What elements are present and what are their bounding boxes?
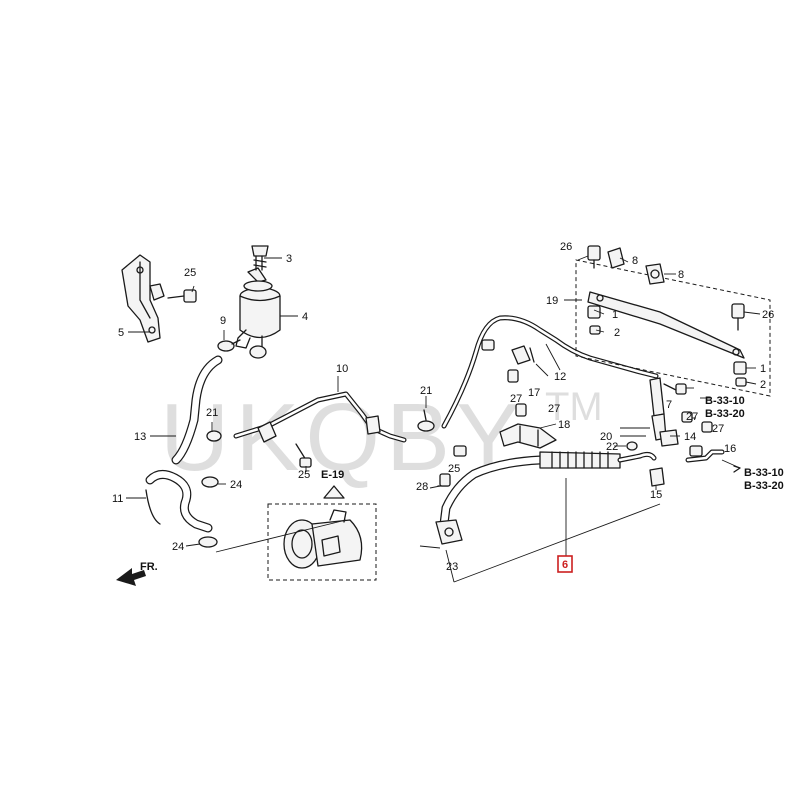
- callout-22: 22: [606, 441, 618, 453]
- callout-12: 12: [554, 371, 566, 383]
- clamp-part-24: [198, 536, 218, 548]
- callout-25-c: 25: [448, 463, 460, 475]
- pump-assembly: [267, 503, 377, 581]
- callout-21-b: 21: [420, 385, 432, 397]
- seal-part-22: [626, 441, 638, 451]
- callout-27-c: 27: [686, 411, 698, 423]
- callout-7: 7: [666, 399, 672, 411]
- callout-4: 4: [302, 311, 308, 323]
- callout-1-b: 1: [760, 363, 766, 375]
- callout-11: 11: [112, 493, 123, 505]
- bolt-part-28: [437, 473, 451, 487]
- ref-b3320-b: B-33-20: [744, 480, 784, 492]
- fitting-part-14: [659, 429, 679, 447]
- pipe-part-10: [233, 391, 407, 443]
- small-fitting: [249, 345, 267, 359]
- callout-1-a: 1: [612, 309, 618, 321]
- callout-8-b: 8: [678, 269, 684, 281]
- hose-part-6: [435, 451, 657, 545]
- callout-8-a: 8: [632, 255, 638, 267]
- highlight-callout-6: 6: [557, 555, 573, 573]
- clip-part-1-right: [733, 361, 747, 375]
- callout-19: 19: [546, 295, 558, 307]
- bracket-part-18: [499, 423, 557, 449]
- clamp-part-8-b: [645, 263, 665, 285]
- highlight-box: [557, 555, 573, 573]
- callout-10: 10: [336, 363, 348, 375]
- bolt-part-25-mid: [453, 445, 467, 457]
- callout-18: 18: [558, 419, 570, 431]
- callout-13: 13: [134, 431, 146, 443]
- callout-5: 5: [118, 327, 124, 339]
- callout-9: 9: [220, 315, 226, 327]
- front-arrow-label: FR.: [140, 561, 158, 573]
- ref-arrows: [323, 465, 741, 499]
- callout-17: 17: [528, 387, 540, 399]
- ref-b3310-a: B-33-10: [705, 395, 745, 407]
- callout-3: 3: [286, 253, 292, 265]
- hose-part-11: [145, 470, 219, 533]
- bolt-part-25-upper: [167, 289, 197, 303]
- callout-25-b: 25: [298, 469, 310, 481]
- callout-27-d: 27: [712, 423, 724, 435]
- pipe-part-16: [685, 445, 725, 463]
- clip-part-17: [511, 345, 535, 365]
- reservoir-part-4: [235, 245, 281, 355]
- callout-27-a: 27: [510, 393, 522, 405]
- callout-16: 16: [724, 443, 736, 455]
- callout-6: 6: [562, 559, 568, 571]
- callout-24-a: 24: [230, 479, 242, 491]
- front-arrow: FR.: [116, 561, 158, 586]
- clamp-part-9: [217, 339, 241, 352]
- callout-23: 23: [446, 561, 458, 573]
- ref-e19: E-19: [321, 469, 344, 481]
- callout-25-a: 25: [184, 267, 196, 279]
- callout-2-a: 2: [614, 327, 620, 339]
- hose-part-12: [441, 315, 659, 429]
- watermark-tm: TM: [545, 385, 603, 429]
- ref-b3320-a: B-33-20: [705, 408, 745, 420]
- bolt-part-25-lower: [295, 443, 312, 468]
- nut-part-2-left: [589, 325, 601, 335]
- bolt-part-26-top: [587, 245, 601, 269]
- clamp-part-8-a: [607, 247, 625, 269]
- leader-lines: [126, 255, 761, 583]
- callout-26-a: 26: [560, 241, 572, 253]
- pressure-switch: [649, 377, 667, 441]
- bolt-part-27-mid: [515, 403, 527, 417]
- bolt-part-27-far: [701, 421, 713, 433]
- callout-21-a: 21: [206, 407, 218, 419]
- callout-20: 20: [600, 431, 612, 443]
- callout-26-b: 26: [762, 309, 774, 321]
- bolt-part-7: [663, 383, 687, 395]
- fitting-part-15: [649, 467, 665, 487]
- bracket-part-19: [575, 259, 771, 397]
- callout-2-b: 2: [760, 379, 766, 391]
- bracket-part-5: [121, 254, 165, 343]
- bolt-part-27-left: [507, 369, 519, 383]
- bolt-part-27-right: [681, 411, 693, 423]
- callout-15: 15: [650, 489, 662, 501]
- callout-24-b: 24: [172, 541, 184, 553]
- callout-28: 28: [416, 481, 428, 493]
- nut-part-2-right: [735, 377, 747, 387]
- callout-27-b: 27: [548, 403, 560, 415]
- hose-part-13: [171, 355, 223, 465]
- callout-14: 14: [684, 431, 696, 443]
- ref-b3310-b: B-33-10: [744, 467, 784, 479]
- bolt-part-21-right: [417, 409, 435, 432]
- callouts: 3 4 5 25 9 10 13 21 24 11 24 25 E-19 21 …: [112, 241, 784, 573]
- bolt-part-26-right: [731, 303, 745, 331]
